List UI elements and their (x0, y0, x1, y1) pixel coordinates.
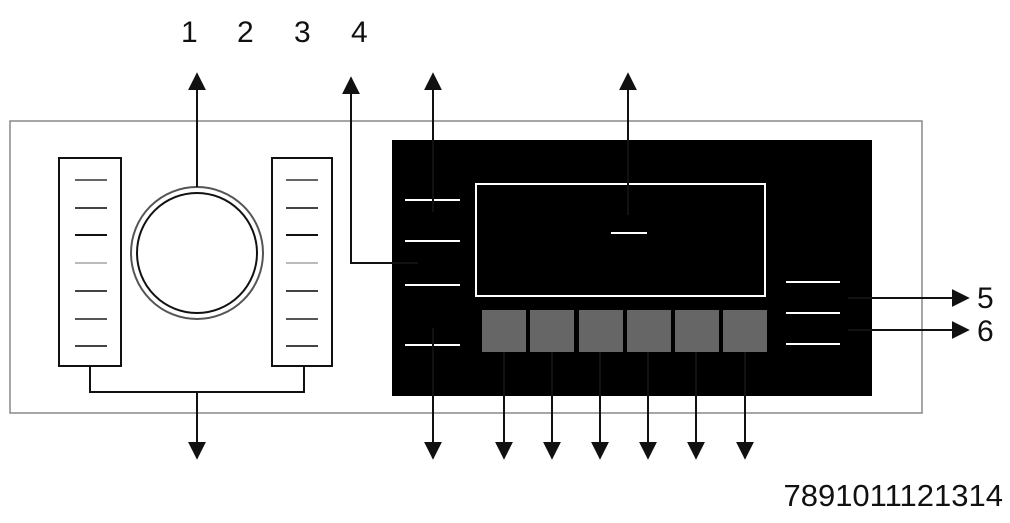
callout-2: 2 (237, 16, 254, 49)
callout-3: 3 (294, 16, 311, 49)
callout-1: 1 (181, 16, 198, 49)
panel-button (675, 310, 719, 352)
leader-lines (89, 72, 970, 460)
panel-button (579, 310, 623, 352)
callout-5: 5 (977, 282, 994, 315)
panel-button (482, 310, 526, 352)
button-row (482, 310, 767, 352)
left-scale (58, 157, 122, 367)
panel-right-marks (786, 281, 840, 345)
panel-button (530, 310, 574, 352)
program-knob (130, 186, 264, 320)
right-scale (271, 157, 333, 367)
bottom-callouts: 7891011121314 (783, 478, 1003, 513)
callout-4: 4 (351, 16, 368, 49)
panel-button (627, 310, 671, 352)
panel-button (723, 310, 767, 352)
display-screen (475, 183, 766, 297)
callout-6: 6 (977, 315, 994, 348)
